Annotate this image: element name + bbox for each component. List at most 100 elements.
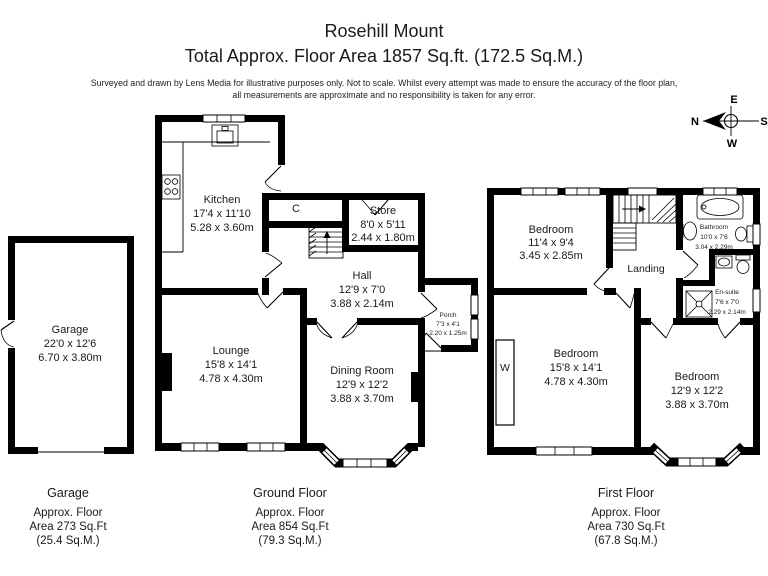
- room-label-cupboard: C: [292, 203, 300, 215]
- room-dims-metric: 6.70 x 3.80m: [38, 352, 102, 364]
- hall-porch-door: [420, 292, 438, 319]
- floor-area: Area 273 Sq.Ft: [29, 521, 107, 533]
- first-floor-plan: W: [487, 187, 761, 547]
- room-dims-imperial: 12'9 x 7'0: [339, 284, 385, 296]
- room-dims-metric: 3.04 x 2.29m: [695, 244, 733, 251]
- bedroom3-landing-door: [650, 321, 674, 339]
- floor-area-metric: (25.4 Sq.M.): [36, 535, 99, 547]
- bedroom1-windows: [520, 187, 601, 196]
- room-dims-metric: 2.20 x 1.25m: [429, 330, 467, 337]
- floor-name: Ground Floor: [253, 486, 327, 500]
- room-dims-imperial: 17'4 x 11'10: [193, 208, 251, 220]
- room-dims-imperial: 10'0 x 7'6: [700, 234, 728, 241]
- porch-windows: [470, 294, 479, 340]
- room-label-garage: Garage 22'0 x 12'6 6.70 x 3.80m: [38, 324, 102, 364]
- shower: [685, 290, 713, 318]
- room-dims-metric: 2.44 x 1.80m: [351, 232, 415, 244]
- garage-footer: Garage Approx. Floor Area 273 Sq.Ft (25.…: [29, 486, 107, 547]
- disclaimer-line2: all measurements are approximate and no …: [232, 90, 536, 100]
- room-name: Garage: [52, 324, 89, 336]
- room-name: Bedroom: [554, 348, 599, 360]
- room-dims-imperial: 7'3 x 4'1: [436, 321, 460, 328]
- kitchen-sink: [211, 124, 239, 147]
- ground-stairs: [308, 226, 344, 259]
- compass-east-label: E: [730, 94, 737, 106]
- room-name: Dining Room: [330, 365, 394, 377]
- room-name: Lounge: [213, 345, 250, 357]
- floor-name: First Floor: [598, 486, 654, 500]
- kitchen-window: [202, 114, 246, 123]
- room-label-dining: Dining Room 12'9 x 12'2 3.88 x 3.70m: [330, 365, 394, 405]
- bedroom3-bay-windows: [651, 446, 743, 467]
- room-dims-metric: 2.29 x 2.14m: [708, 309, 746, 316]
- room-dims-metric: 3.45 x 2.85m: [519, 250, 583, 262]
- room-label-bedroom3: Bedroom 12'9 x 12'2 3.88 x 3.70m: [665, 371, 729, 411]
- ensuite-sink: [715, 255, 733, 269]
- landing-window: [627, 187, 658, 196]
- room-label-lounge: Lounge 15'8 x 14'1 4.78 x 4.30m: [199, 345, 263, 385]
- kitchen-hall-door: [264, 252, 283, 278]
- room-name: Bedroom: [529, 224, 574, 236]
- floor-area-metric: (67.8 Sq.M.): [594, 535, 657, 547]
- room-label-hall: Hall 12'9 x 7'0 3.88 x 2.14m: [330, 270, 394, 310]
- store-door: [361, 199, 389, 216]
- hall-dining-doors: [316, 321, 358, 339]
- room-dims-metric: 5.28 x 3.60m: [190, 222, 254, 234]
- room-dims-imperial: 15'8 x 14'1: [205, 359, 258, 371]
- room-dims-metric: 4.78 x 4.30m: [544, 376, 608, 388]
- lounge-chimney-breast: [158, 353, 172, 391]
- compass-west-label: W: [727, 138, 738, 150]
- ensuite-toilet: [735, 254, 751, 274]
- room-label-ensuite: En-suite 7'6 x 7'0 2.29 x 2.14m: [708, 289, 746, 316]
- bedroom1-door: [593, 267, 610, 292]
- room-dims-imperial: 11'4 x 9'4: [528, 237, 574, 249]
- bedroom2-window: [535, 446, 593, 456]
- kitchen-hob: [161, 174, 181, 200]
- room-name: Store: [370, 205, 396, 217]
- room-label-landing: Landing: [627, 263, 665, 275]
- page-title: Rosehill Mount: [324, 21, 444, 41]
- room-label-kitchen: Kitchen 17'4 x 11'10 5.28 x 3.60m: [190, 194, 254, 234]
- bathroom-toilet: [735, 225, 754, 243]
- floor-name: Garage: [47, 486, 89, 500]
- floor-approx: Approx. Floor: [33, 507, 102, 519]
- room-label-bedroom1: Bedroom 11'4 x 9'4 3.45 x 2.85m: [519, 224, 583, 262]
- ground-floor-plan: Kitchen 17'4 x 11'10 5.28 x 3.60m C Stor…: [155, 114, 479, 547]
- room-name: Kitchen: [204, 194, 241, 206]
- floor-approx: Approx. Floor: [255, 507, 324, 519]
- wardrobe-label: W: [500, 362, 510, 374]
- stairs-direction-arrow: [639, 205, 646, 213]
- bedroom2-door: [615, 292, 635, 309]
- room-dims-imperial: 8'0 x 5'11: [360, 219, 406, 231]
- compass-north-label: N: [691, 116, 699, 128]
- stairs-up-arrow: [323, 231, 331, 238]
- wardrobe: W: [495, 339, 515, 426]
- kitchen-passage-door: [264, 165, 282, 192]
- room-dims-metric: 4.78 x 4.30m: [199, 373, 263, 385]
- ensuite-door: [717, 321, 741, 339]
- lounge-windows: [180, 442, 286, 452]
- room-name: Bathroom: [700, 224, 728, 231]
- bathroom-sink: [682, 221, 697, 241]
- room-name: Bedroom: [675, 371, 720, 383]
- room-label-porch: Porch 7'3 x 4'1 2.20 x 1.25m: [429, 312, 467, 337]
- first-floor-stairs: [609, 194, 677, 251]
- room-dims-imperial: 15'8 x 14'1: [550, 362, 603, 374]
- bathtub: [696, 194, 744, 220]
- garage-plan: Garage 22'0 x 12'6 6.70 x 3.80m Garage A…: [0, 236, 134, 547]
- floor-area: Area 730 Sq.Ft: [587, 521, 665, 533]
- room-dims-metric: 3.88 x 3.70m: [330, 393, 394, 405]
- bathroom-door: [682, 250, 699, 279]
- floor-approx: Approx. Floor: [591, 507, 660, 519]
- room-dims-imperial: 7'6 x 7'0: [715, 299, 739, 306]
- compass-rose: E W N S: [691, 94, 768, 150]
- room-name: Porch: [440, 312, 457, 319]
- room-name: Hall: [353, 270, 372, 282]
- room-label-bedroom2: Bedroom 15'8 x 14'1 4.78 x 4.30m: [544, 348, 608, 388]
- bathroom-window: [702, 187, 738, 196]
- floor-area: Area 854 Sq.Ft: [251, 521, 329, 533]
- dining-chimney-breast: [411, 372, 425, 402]
- porch-entrance-door: [419, 332, 442, 352]
- room-dims-metric: 3.88 x 3.70m: [665, 399, 729, 411]
